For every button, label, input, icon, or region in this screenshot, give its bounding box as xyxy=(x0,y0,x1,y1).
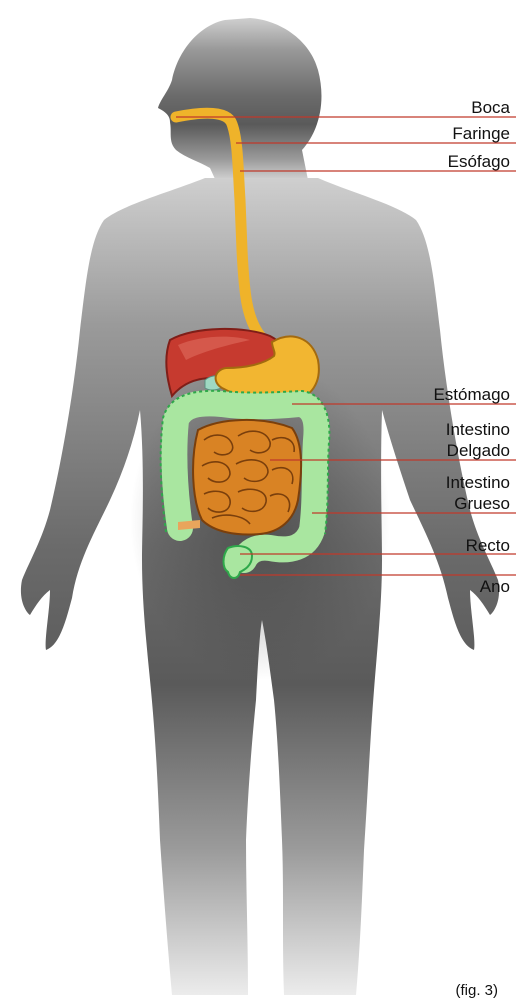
label-intestino-grueso-line1: Intestino xyxy=(446,472,510,493)
label-ano: Ano xyxy=(480,577,510,596)
label-intestino-delgado-line1: Intestino xyxy=(446,419,510,440)
figure-caption: (fig. 3) xyxy=(455,982,498,999)
label-esofago: Esófago xyxy=(448,152,510,171)
label-faringe: Faringe xyxy=(452,124,510,143)
label-recto: Recto xyxy=(466,536,510,555)
label-intestino-delgado-line2: Delgado xyxy=(447,440,510,461)
label-boca: Boca xyxy=(471,98,510,117)
label-estomago: Estómago xyxy=(433,385,510,404)
label-intestino-grueso-line2: Grueso xyxy=(454,493,510,514)
